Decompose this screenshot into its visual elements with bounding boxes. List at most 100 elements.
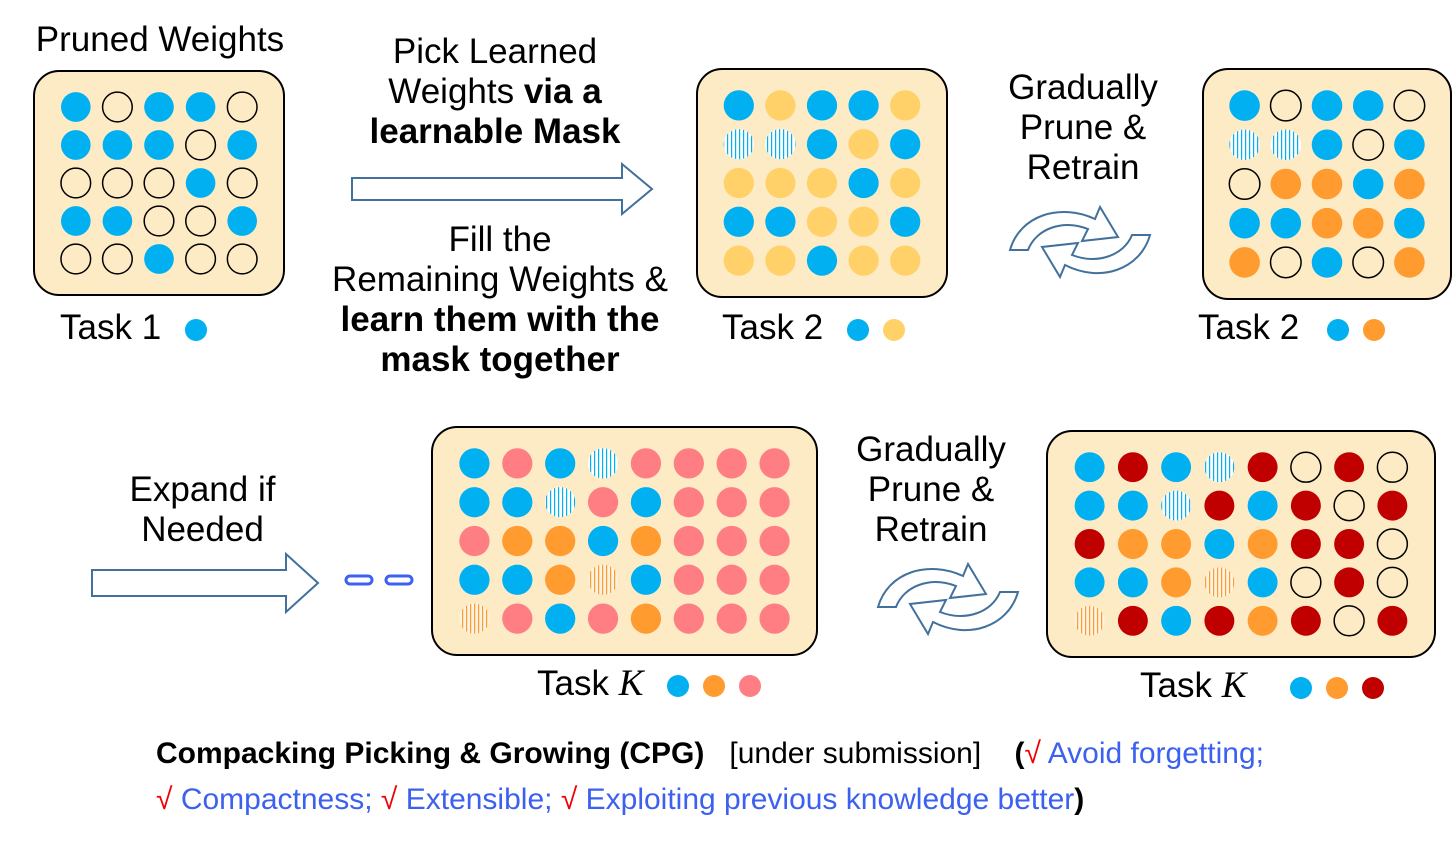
weight-task1	[1074, 490, 1105, 521]
task2-pruned-caption: Task 2	[1198, 308, 1438, 348]
weight-task1	[60, 130, 91, 160]
taskk-expanded-weight-grid	[431, 426, 818, 656]
weight-task1	[1161, 452, 1192, 483]
weight-hatched-blue	[1229, 129, 1260, 161]
weight-task1	[806, 129, 838, 160]
weight-task2	[1394, 247, 1425, 278]
weight-taskk	[1334, 567, 1365, 598]
weight-task1	[144, 244, 174, 274]
pick-weights-text: Pick Learned Weights via a learnable Mas…	[320, 32, 670, 152]
weight-task2	[630, 525, 662, 557]
weight-taskk-new	[759, 487, 790, 518]
weight-task1	[1161, 605, 1192, 636]
weight-task2-yellow	[890, 167, 921, 199]
weight-taskk-new	[716, 525, 747, 557]
weight-task2-yellow	[765, 167, 796, 199]
weight-task2	[545, 525, 576, 557]
weight-task1	[1394, 207, 1425, 239]
weight-empty	[101, 243, 133, 275]
weight-task2-yellow	[848, 129, 879, 160]
gradual-prune-text-top: Gradually Prune & Retrain	[1008, 68, 1158, 187]
taskk-pruned-weight-grid	[1046, 430, 1436, 658]
weight-empty	[60, 243, 92, 275]
weight-task1	[890, 206, 921, 237]
weight-task2	[630, 603, 662, 634]
task1-caption: Task 1	[60, 308, 280, 348]
task2-pruned-weight-grid	[1202, 68, 1452, 300]
weight-task2	[1394, 168, 1425, 200]
weight-hatched-orange	[587, 564, 619, 595]
weight-task1	[723, 206, 754, 237]
weight-taskk-new	[716, 603, 747, 634]
weight-task1	[848, 167, 879, 199]
task2-picked-caption: Task 2	[722, 308, 962, 348]
legend-dot	[1362, 318, 1385, 341]
weight-empty	[60, 167, 92, 199]
weight-task2-yellow	[723, 245, 754, 276]
weight-taskk	[1204, 490, 1235, 521]
weight-task1	[1117, 490, 1148, 521]
weight-task1	[1247, 490, 1278, 521]
weight-task1	[723, 90, 754, 121]
weight-task1	[459, 448, 490, 479]
weight-task1	[765, 206, 796, 237]
weight-task1	[144, 92, 174, 122]
weight-empty	[1333, 605, 1365, 637]
weight-taskk-new	[759, 525, 790, 557]
weight-task2	[1311, 168, 1343, 200]
weight-task1	[1352, 168, 1384, 200]
weight-empty	[226, 167, 258, 199]
weight-taskk-new	[673, 448, 704, 479]
task2-picked-legend	[846, 308, 905, 347]
pruned-weights-title: Pruned Weights	[35, 20, 285, 59]
weight-taskk	[1247, 452, 1278, 483]
weight-hatched-blue	[723, 129, 754, 160]
weight-task1	[502, 564, 533, 595]
task2-pruned-label: Task 2	[1198, 308, 1300, 347]
cpg-title: Compacking Picking & Growing (CPG)	[156, 737, 705, 770]
weight-taskk-new	[759, 448, 790, 479]
weight-hatched-blue	[1161, 490, 1192, 521]
weight-taskk-new	[459, 525, 490, 557]
check-mark: √	[156, 783, 173, 816]
benefit-extensible: Extensible;	[405, 783, 553, 816]
weight-empty	[1393, 89, 1426, 122]
taskk-pruned-label: Task K	[1140, 665, 1247, 706]
weight-task1	[1311, 247, 1343, 278]
weight-task2	[502, 525, 533, 557]
weight-task1	[227, 130, 258, 160]
weight-taskk-new	[673, 525, 704, 557]
weight-taskk-new	[587, 487, 619, 518]
legend-dot	[1362, 676, 1385, 699]
pick-line-2: Weights via a	[388, 72, 602, 111]
right-arrow-top	[351, 161, 654, 217]
weight-hatched-orange	[459, 603, 490, 634]
weight-taskk	[1334, 529, 1365, 559]
weight-empty	[1290, 566, 1322, 599]
weight-task1	[848, 90, 879, 121]
cycle-arrows-icon-bottom	[876, 561, 1020, 637]
benefit-exploit-knowledge: Exploiting previous knowledge better	[585, 783, 1075, 816]
legend-dot	[1326, 676, 1349, 699]
weight-empty	[1269, 246, 1302, 279]
legend-dot	[1326, 318, 1349, 341]
weight-task1	[459, 564, 490, 595]
weight-task1	[1311, 129, 1343, 161]
weight-grid-svg	[459, 448, 790, 634]
weight-task2	[545, 564, 576, 595]
pick-line-1: Pick Learned	[392, 32, 598, 71]
task1-legend	[184, 308, 207, 347]
weight-hatched-orange	[1204, 567, 1235, 598]
weight-task2	[1247, 529, 1278, 559]
weight-hatched-orange	[1074, 605, 1105, 636]
weight-task2	[1161, 529, 1192, 559]
weight-task2-yellow	[890, 245, 921, 276]
weight-taskk-new	[716, 448, 747, 479]
weight-task1	[459, 487, 490, 518]
fill-line-3: learn them with the	[340, 300, 660, 339]
weight-task1	[587, 525, 619, 557]
weight-task2-yellow	[765, 90, 796, 121]
check-mark: √	[560, 783, 578, 816]
weight-grid-svg	[1228, 89, 1426, 279]
weight-empty	[143, 205, 175, 237]
